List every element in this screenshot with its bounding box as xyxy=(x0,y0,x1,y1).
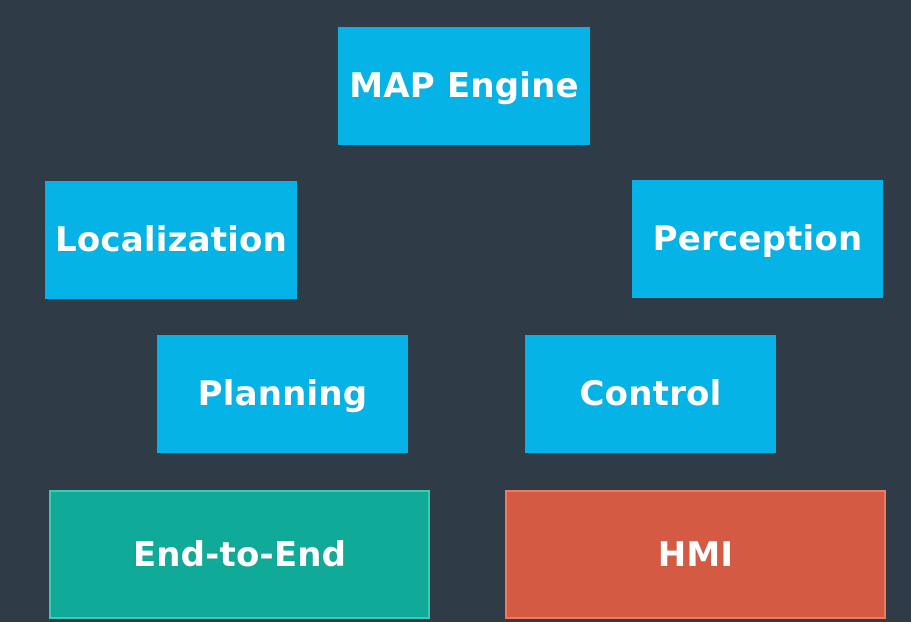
localization-label: Localization xyxy=(54,220,288,260)
planning-label: Planning xyxy=(197,374,368,414)
perception-label: Perception xyxy=(652,219,863,259)
end-to-end-label: End-to-End xyxy=(132,534,347,575)
hmi-label: HMI xyxy=(657,534,734,575)
localization-box: Localization xyxy=(45,181,297,299)
hmi-box: HMI xyxy=(505,490,886,619)
planning-box: Planning xyxy=(157,335,408,453)
control-label: Control xyxy=(579,374,722,414)
end-to-end-box: End-to-End xyxy=(49,490,430,619)
perception-box: Perception xyxy=(632,180,883,298)
map-engine-label: MAP Engine xyxy=(349,66,579,106)
control-box: Control xyxy=(525,335,776,453)
map-engine-box: MAP Engine xyxy=(338,27,590,145)
